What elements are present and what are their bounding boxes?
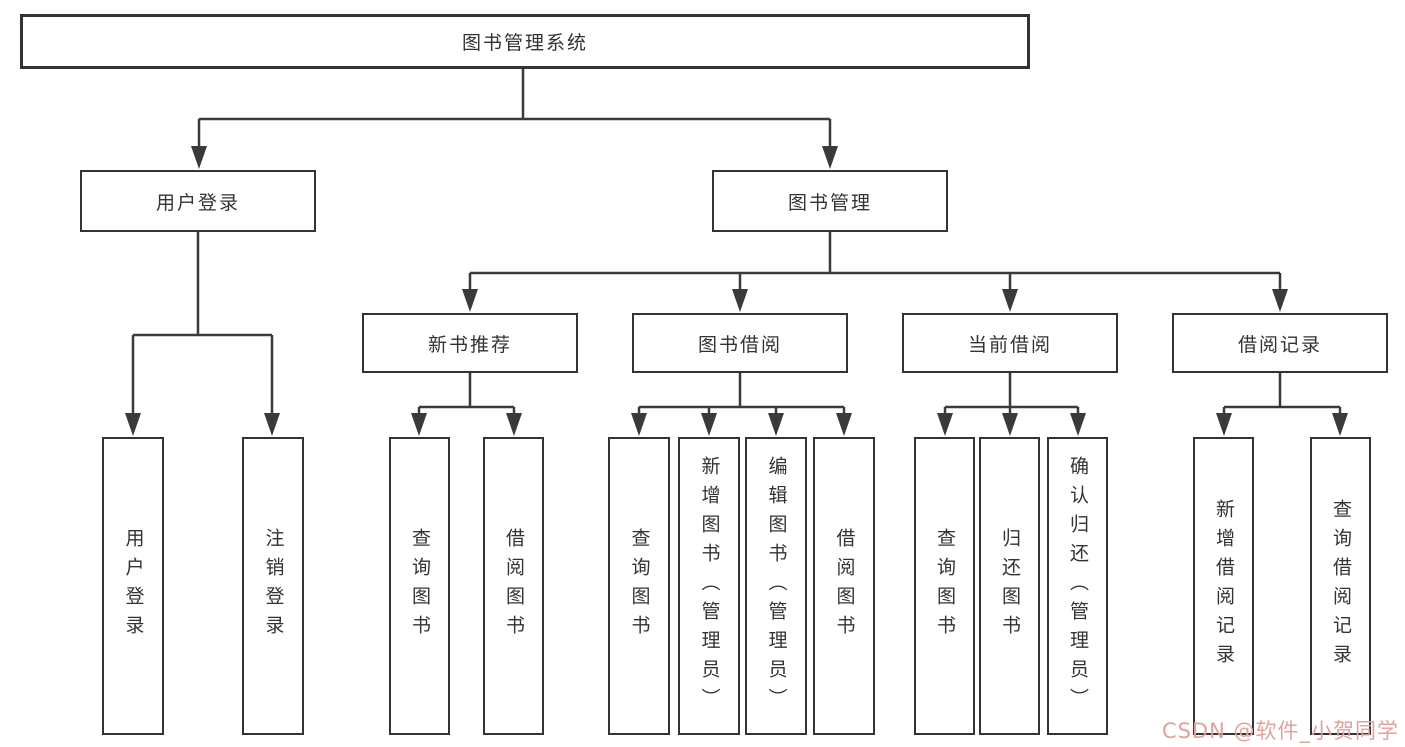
node-root: 图书管理系统 — [20, 14, 1030, 69]
node-cur-query: 查询图书 — [914, 437, 975, 735]
node-current: 当前借阅 — [902, 313, 1118, 373]
node-records: 借阅记录 — [1172, 313, 1388, 373]
node-bor-borrow: 借阅图书 — [813, 437, 875, 735]
node-borrow: 图书借阅 — [632, 313, 848, 373]
node-leaf-logout: 注销登录 — [242, 437, 304, 735]
node-cur-return: 归还图书 — [979, 437, 1040, 735]
node-rec-query: 查询图书 — [389, 437, 450, 735]
node-bor-add: 新增图书（管理员） — [678, 437, 740, 735]
node-bor-edit: 编辑图书（管理员） — [745, 437, 807, 735]
node-rec-borrow: 借阅图书 — [483, 437, 544, 735]
node-cur-confirm: 确认归还（管理员） — [1047, 437, 1108, 735]
node-rec: 新书推荐 — [362, 313, 578, 373]
node-recd-add: 新增借阅记录 — [1193, 437, 1254, 735]
node-bor-query: 查询图书 — [608, 437, 670, 735]
node-recd-query: 查询借阅记录 — [1310, 437, 1371, 735]
watermark: CSDN @软件_小贺同学 — [1161, 719, 1399, 743]
node-mgmt: 图书管理 — [712, 170, 948, 232]
node-leaf-login: 用户登录 — [102, 437, 164, 735]
node-login: 用户登录 — [80, 170, 316, 232]
